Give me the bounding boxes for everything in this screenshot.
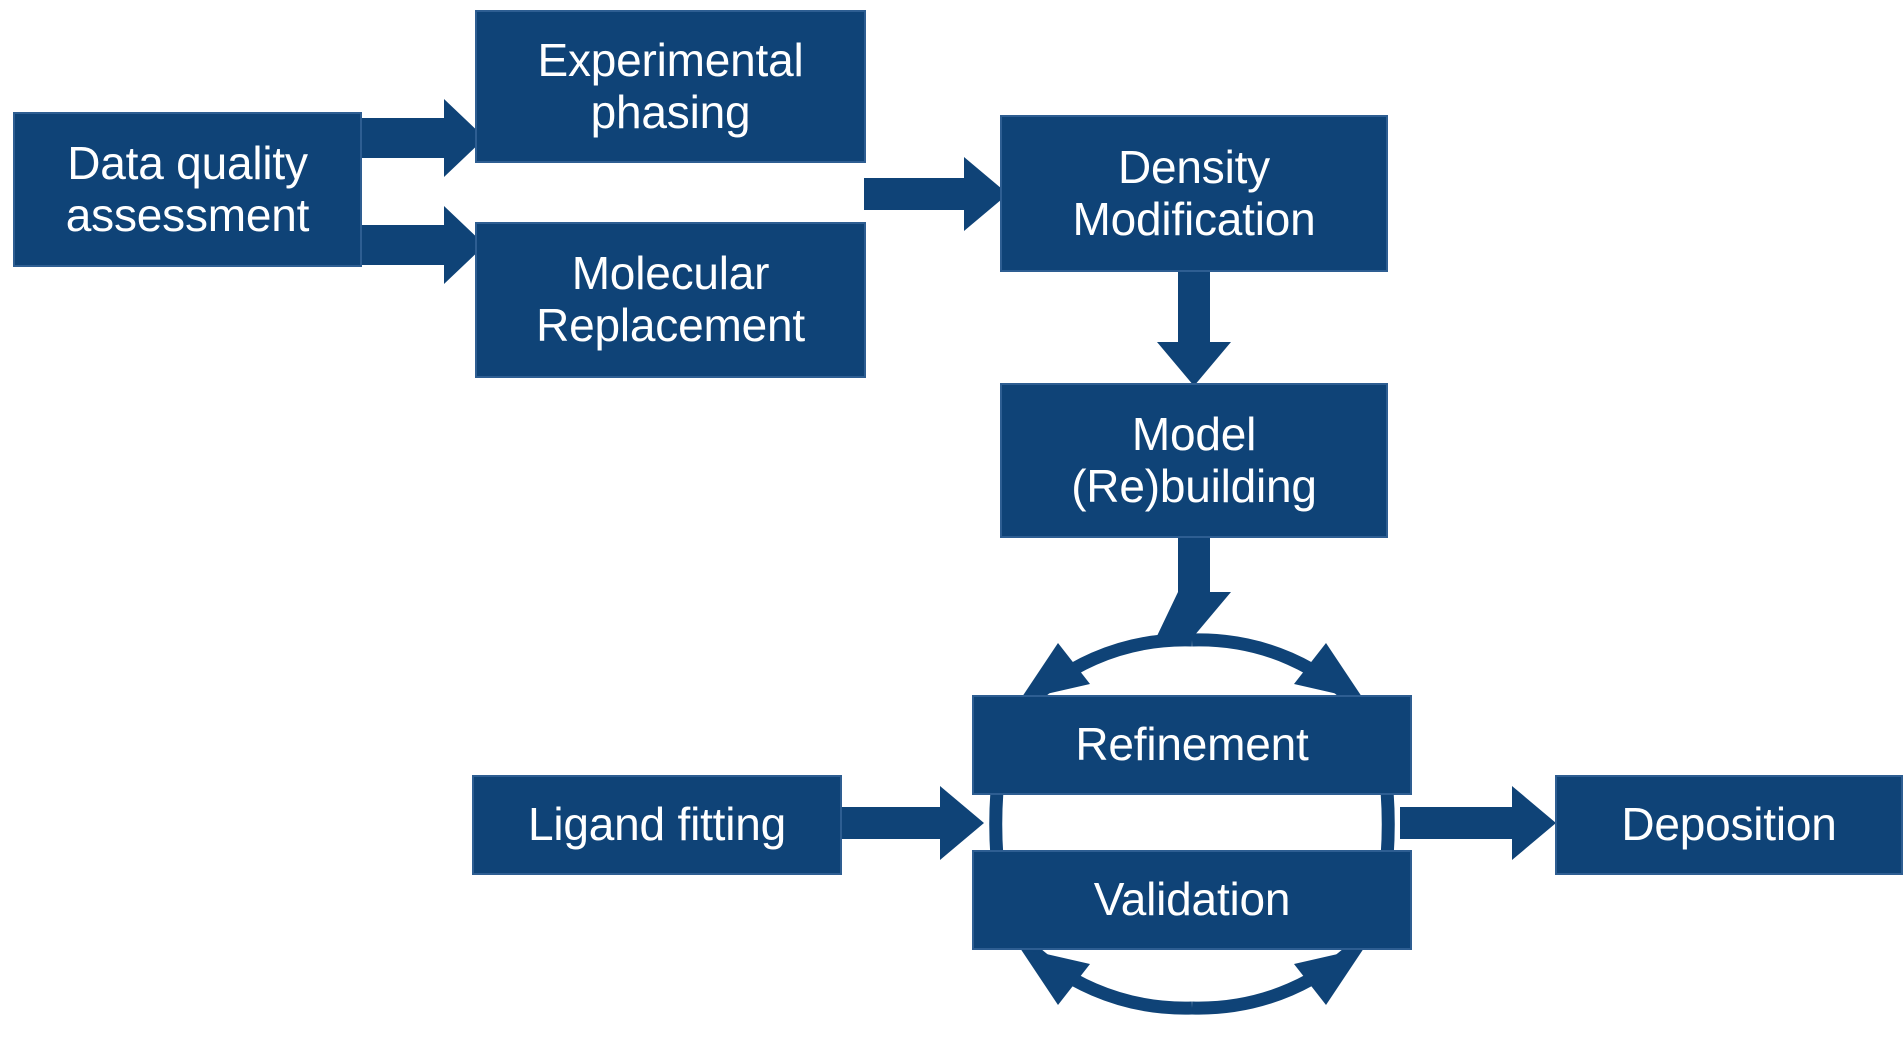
- arrow-densitymod-to-modelrebuilding: [1157, 270, 1231, 386]
- node-deposition[interactable]: Deposition: [1555, 775, 1903, 875]
- arrow-phasing-to-densitymod: [864, 157, 1008, 231]
- node-refinement[interactable]: Refinement: [972, 695, 1412, 795]
- node-model-rebuilding[interactable]: Model (Re)building: [1000, 383, 1388, 538]
- node-experimental-phasing[interactable]: Experimental phasing: [475, 10, 866, 163]
- arrow-cycle-to-deposition: [1400, 786, 1556, 860]
- node-ligand-fitting[interactable]: Ligand fitting: [472, 775, 842, 875]
- node-data-quality-assessment[interactable]: Data quality assessment: [13, 112, 362, 267]
- node-molecular-replacement[interactable]: Molecular Replacement: [475, 222, 866, 378]
- arrow-dataquality-to-expphasing: [360, 99, 485, 177]
- node-density-modification[interactable]: Density Modification: [1000, 115, 1388, 272]
- node-validation[interactable]: Validation: [972, 850, 1412, 950]
- arrow-modelrebuilding-to-cycle: [1157, 536, 1231, 636]
- arrow-dataquality-to-molreplacement: [360, 206, 485, 284]
- arrow-ligandfitting-to-cycle: [840, 786, 984, 860]
